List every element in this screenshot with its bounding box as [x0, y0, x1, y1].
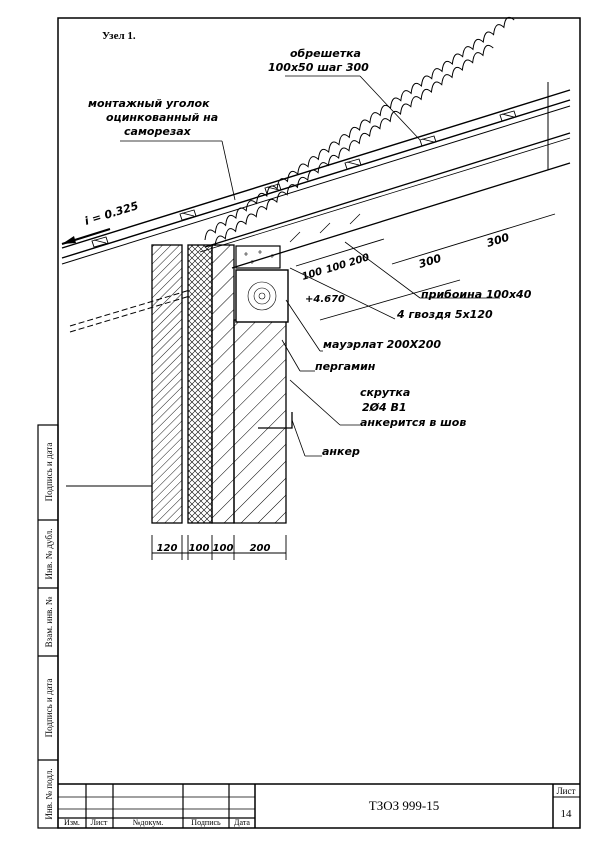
callout-anchor: анкер	[322, 445, 360, 458]
callout-nails: 4 гвоздя 5х120	[396, 308, 493, 321]
brick-facing-layer	[151, 244, 183, 524]
callout-angle: монтажный уголок	[88, 97, 210, 110]
stamp-field: Инв. № подл.	[44, 768, 54, 819]
callout-lathing-spec: 100х50 шаг 300	[268, 61, 369, 74]
title-column: №докум.	[133, 818, 163, 827]
title-column: Изм.	[64, 818, 80, 827]
callout-lathing: обрешетка	[290, 47, 361, 60]
stamp-field: Взам. инв. №	[44, 597, 54, 648]
rafter-dim: 200	[348, 252, 371, 269]
document-designation: ТЗОЗ 999-15	[369, 798, 439, 813]
callout-angle-material: оцинкованный на	[106, 111, 218, 124]
sheet-frame	[57, 17, 581, 829]
insulation-layer	[187, 244, 213, 524]
title-column: Лист	[91, 818, 108, 827]
wall-section	[66, 244, 293, 524]
callout-twist-anchor: анкерится в шов	[360, 416, 466, 429]
wall-dim: 120	[157, 543, 178, 554]
rafter-dim: 100	[301, 266, 324, 283]
leaders	[120, 75, 500, 457]
callout-batten: прибоина 100х40	[421, 288, 532, 301]
callout-membrane: пергамин	[315, 360, 376, 373]
main-wall-layer	[233, 319, 287, 524]
elevation-mark: +4.670	[305, 294, 345, 305]
callout-twist-spec: 2Ø4 В1	[362, 401, 407, 414]
stamp-field: Подпись и дата	[44, 679, 54, 738]
dimensions	[151, 213, 556, 560]
title-column: Подпись	[191, 818, 221, 827]
stamp-field: Подпись и дата	[44, 443, 54, 502]
callout-twist: скрутка	[360, 386, 410, 399]
callouts: обрешетка 100х50 шаг 300 монтажный уголо…	[83, 47, 532, 458]
callout-angle-fastener: саморезах	[124, 125, 192, 138]
title-column: Дата	[234, 818, 250, 827]
roof-structure	[61, 16, 571, 333]
insulation-wave	[204, 16, 515, 241]
roof-dim: 300	[417, 252, 443, 271]
sheet-number: 14	[561, 808, 573, 820]
batten-block	[235, 245, 281, 269]
title-block: Изм. Лист №докум. Подпись Дата ТЗОЗ 999-…	[58, 783, 580, 828]
callout-mauerlat: мауэрлат 200Х200	[323, 338, 441, 351]
roof-dim: 300	[485, 231, 511, 250]
wall-dim: 100	[189, 543, 210, 554]
roof-slope: i = 0.325	[83, 199, 140, 228]
rafter-dim: 100	[325, 259, 348, 276]
sheet-label: Лист	[557, 786, 576, 796]
wall-dim: 200	[250, 543, 271, 554]
stamp-field: Инв. № дубл.	[44, 529, 54, 580]
side-stamp: Подпись и дата Инв. № дубл. Взам. инв. №…	[37, 424, 59, 829]
inner-wall-layer	[211, 244, 235, 524]
wall-dim: 100	[213, 543, 234, 554]
node-title: Узел 1.	[102, 30, 136, 42]
mauerlat-beam	[235, 269, 289, 323]
